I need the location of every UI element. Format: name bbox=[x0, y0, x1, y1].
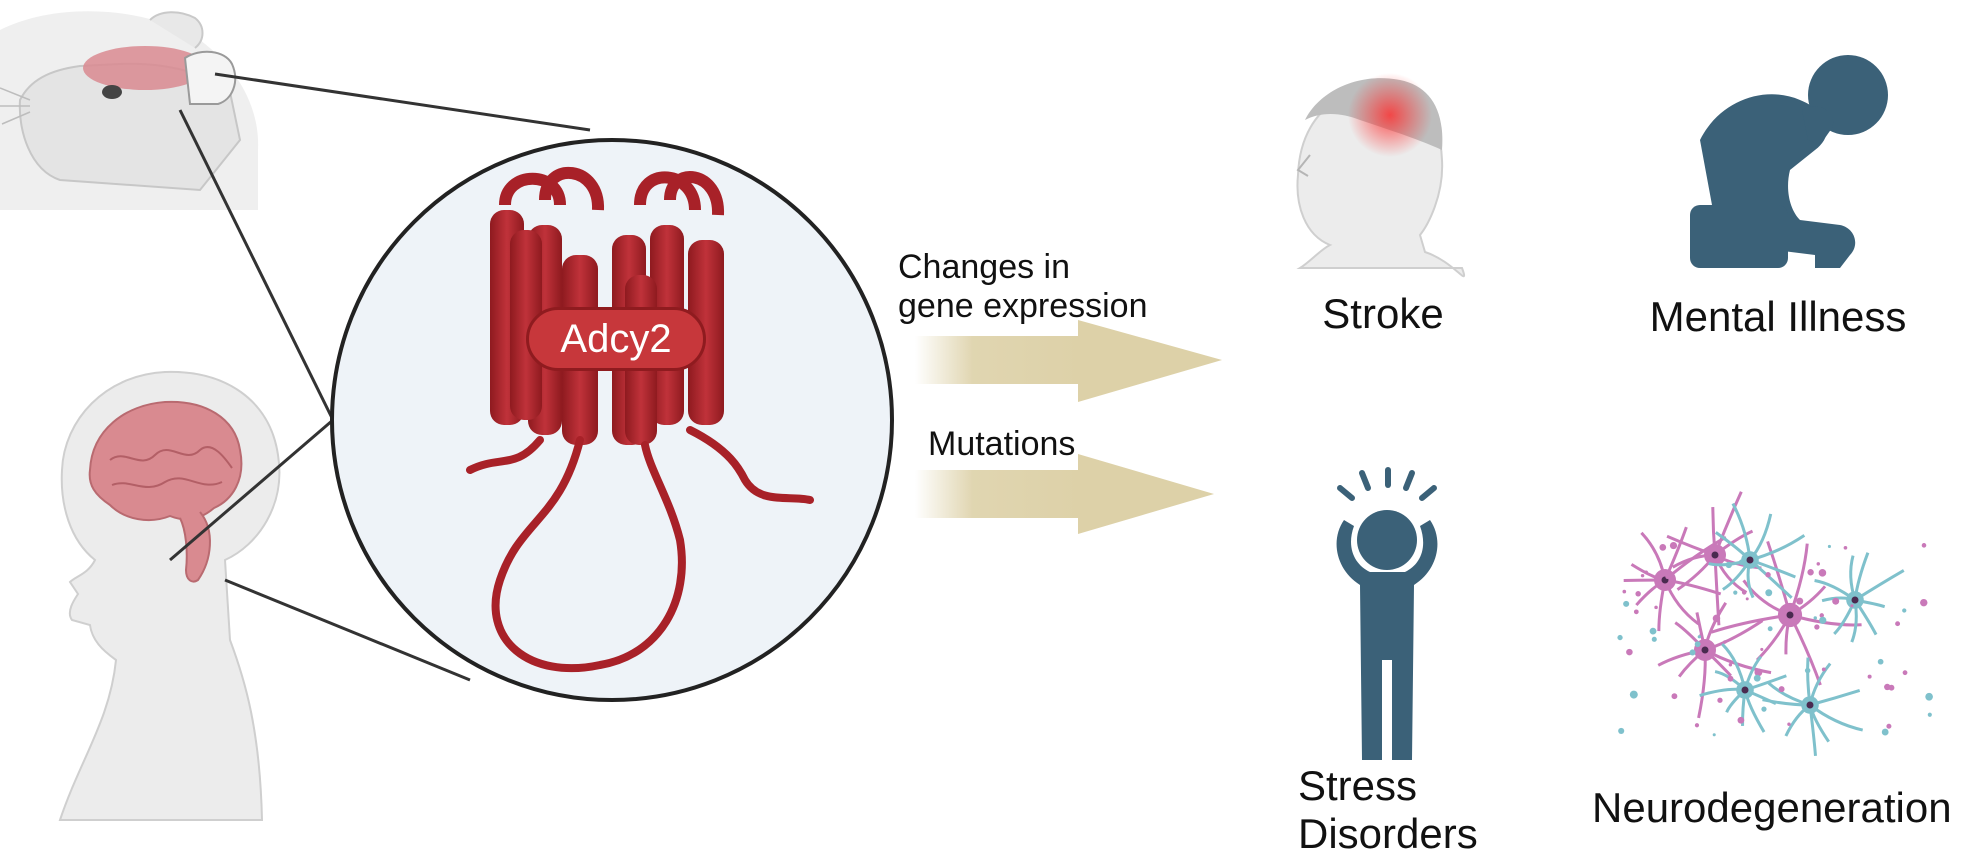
neuron-fragment bbox=[1665, 574, 1670, 579]
neuron-fragment bbox=[1723, 640, 1727, 644]
neuron-fragment bbox=[1902, 608, 1907, 613]
neuron-cell bbox=[1814, 552, 1905, 643]
neuron-fragment bbox=[1717, 697, 1723, 703]
neuron-fragment bbox=[1651, 636, 1657, 642]
neuron-fragment bbox=[1827, 544, 1831, 549]
neuron-fragment bbox=[1832, 597, 1840, 605]
mutations-label: Mutations bbox=[928, 425, 1076, 463]
neuron-fragment bbox=[1843, 545, 1848, 550]
neuron-fragment bbox=[1807, 569, 1814, 576]
stress-disorders-icon bbox=[1336, 467, 1438, 760]
neuron-fragment bbox=[1626, 648, 1633, 656]
adcy2-protein bbox=[466, 167, 814, 673]
human-brain bbox=[88, 400, 243, 522]
neuron-fragment bbox=[1671, 693, 1678, 700]
stroke-head-icon bbox=[1296, 73, 1466, 278]
neuron-fragment bbox=[1814, 624, 1820, 630]
adcy2-label: Adcy2 bbox=[526, 307, 706, 371]
neuron-fragment bbox=[1633, 609, 1639, 615]
neuron-fragment bbox=[1886, 723, 1892, 729]
neuron-fragment bbox=[1712, 733, 1716, 737]
neuron-cell bbox=[1708, 502, 1806, 599]
neuron-fragment bbox=[1816, 562, 1820, 566]
neuron-fragment bbox=[1813, 616, 1817, 620]
stroke-label: Stroke bbox=[1322, 290, 1444, 337]
neuron-fragment bbox=[1712, 614, 1721, 623]
neuron-fragment bbox=[1618, 727, 1625, 734]
neurodegeneration-label: Neurodegeneration bbox=[1592, 784, 1952, 831]
neuron-fragment bbox=[1629, 690, 1638, 699]
neuron-fragment bbox=[1920, 598, 1928, 607]
neuron-fragment bbox=[1819, 613, 1825, 618]
neuron-fragment bbox=[1733, 590, 1738, 595]
neuron-fragment bbox=[1728, 663, 1733, 667]
neuron-fragment bbox=[1689, 649, 1696, 656]
mouse-illustration bbox=[0, 11, 259, 210]
neuron-fragment bbox=[1778, 686, 1785, 693]
neurodegeneration-icon bbox=[1617, 491, 1933, 756]
neuron-fragment bbox=[1725, 561, 1733, 569]
neuron-fragment bbox=[1622, 589, 1627, 594]
neuron-fragment bbox=[1818, 569, 1827, 577]
neuron-cell bbox=[1762, 657, 1864, 756]
neuron-fragment bbox=[1760, 647, 1764, 651]
neuron-fragment bbox=[1617, 634, 1623, 641]
neuron-fragment bbox=[1738, 559, 1745, 565]
neuron-fragment bbox=[1741, 590, 1747, 595]
arrow-mutations bbox=[915, 454, 1214, 534]
neuron-fragment bbox=[1737, 716, 1745, 724]
neuron-fragment bbox=[1787, 722, 1791, 726]
neuron-fragment bbox=[1867, 674, 1872, 679]
neuron-fragment bbox=[1697, 635, 1702, 639]
neuron-fragment bbox=[1765, 589, 1773, 597]
neuron-fragment bbox=[1694, 723, 1700, 728]
neuron-fragment bbox=[1821, 667, 1826, 672]
mental-illness-label: Mental Illness bbox=[1649, 293, 1907, 340]
neuron-fragment bbox=[1669, 541, 1678, 550]
neuron-fragment bbox=[1761, 706, 1767, 712]
neuron-fragment bbox=[1635, 591, 1641, 597]
human-head-illustration bbox=[58, 370, 281, 821]
neuron-fragment bbox=[1694, 641, 1701, 648]
neuron-fragment bbox=[1819, 616, 1827, 624]
neuron-fragment bbox=[1877, 658, 1884, 665]
neuron-fragment bbox=[1921, 543, 1927, 548]
neuron-fragment bbox=[1804, 667, 1811, 674]
gene-expression-label: Changes in gene expression bbox=[898, 248, 1148, 326]
neuron-fragment bbox=[1767, 626, 1773, 632]
neuron-fragment bbox=[1640, 573, 1645, 578]
stress-disorders-label: Stress Disorders bbox=[1298, 762, 1478, 858]
neuron-fragment bbox=[1895, 621, 1901, 627]
neuron-fragment bbox=[1644, 570, 1649, 575]
neuron-fragment bbox=[1659, 544, 1667, 551]
neuron-fragment bbox=[1881, 728, 1889, 736]
neuron-fragment bbox=[1745, 597, 1749, 601]
zoom-lines bbox=[169, 72, 591, 682]
neuron-cell bbox=[1623, 526, 1727, 632]
neuron-fragment bbox=[1884, 683, 1891, 691]
neuron-fragment bbox=[1623, 600, 1630, 607]
neuron-fragment bbox=[1727, 675, 1734, 682]
neuron-fragment bbox=[1649, 627, 1657, 635]
neuron-fragment bbox=[1796, 597, 1804, 605]
arrow-expression bbox=[915, 320, 1222, 402]
neuron-fragment bbox=[1654, 605, 1658, 610]
mouse-brain bbox=[83, 46, 207, 90]
neuron-fragment bbox=[1925, 692, 1933, 701]
neuron-fragment bbox=[1850, 604, 1854, 608]
mental-illness-icon bbox=[1690, 55, 1888, 268]
neuron-fragment bbox=[1754, 668, 1763, 677]
neuron-fragment bbox=[1927, 712, 1932, 717]
neuron-fragment bbox=[1753, 674, 1761, 682]
neuron-fragment bbox=[1765, 572, 1771, 578]
neuron-fragment bbox=[1902, 670, 1908, 676]
